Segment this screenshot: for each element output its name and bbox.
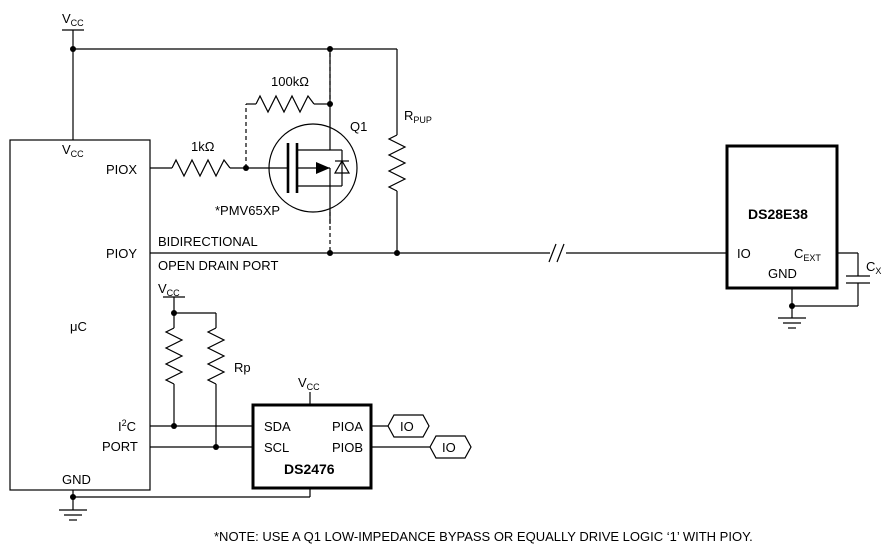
piox-label: PIOX xyxy=(106,162,137,177)
bidirectional-label: BIDIRECTIONAL xyxy=(158,234,258,249)
vcc-top-label: V xyxy=(62,11,71,26)
r1k-label: 1kΩ xyxy=(191,139,215,154)
sda-label: SDA xyxy=(264,419,291,434)
r100k-label: 100kΩ xyxy=(271,74,309,89)
pioa-label: PIOA xyxy=(332,419,363,434)
ds2476-label: DS2476 xyxy=(284,461,335,477)
open-drain-label: OPEN DRAIN PORT xyxy=(158,258,278,273)
svg-text:VCC: VCC xyxy=(298,375,320,392)
io-tag-a-label: IO xyxy=(400,419,414,434)
ds28e38-chip: DS28E38 IO CEXT GND CX xyxy=(725,144,881,329)
resistor-1k xyxy=(171,158,231,178)
resistor-rp-scl xyxy=(206,327,226,385)
svg-text:VCC: VCC xyxy=(62,142,84,159)
svg-text:CEXT: CEXT xyxy=(794,246,821,263)
mosfet-q1: Q1 *PMV65XP xyxy=(215,53,367,253)
vcc-rp-label: V xyxy=(158,281,167,296)
piox-net: 1kΩ xyxy=(150,139,287,178)
ds28e38-io-label: IO xyxy=(737,246,751,261)
pioy-bus: BIDIRECTIONAL OPEN DRAIN PORT xyxy=(150,234,727,273)
svg-text:I2C: I2C xyxy=(118,418,136,434)
svg-text:VCC: VCC xyxy=(62,11,84,28)
resistor-100k-net: 100kΩ xyxy=(245,74,333,168)
port-label: PORT xyxy=(102,439,138,454)
resistor-rp-sda xyxy=(164,327,184,385)
q1-part-label: *PMV65XP xyxy=(215,203,280,218)
uc-label: μC xyxy=(70,319,87,334)
rp-label: Rp xyxy=(234,360,251,375)
ground-net xyxy=(59,488,311,521)
microcontroller: VCC PIOX PIOY μC I2C PORT GND xyxy=(9,139,151,491)
pioy-label: PIOY xyxy=(106,246,137,261)
piob-label: PIOB xyxy=(332,440,363,455)
ds28e38-gnd-label: GND xyxy=(768,266,797,281)
i2c-label: I xyxy=(118,419,122,434)
cx-label: C xyxy=(866,259,875,274)
resistor-rpup: RPUP xyxy=(387,108,432,253)
svg-text:RPUP: RPUP xyxy=(404,108,432,125)
svg-text:CX: CX xyxy=(866,259,881,276)
rpup-label: R xyxy=(404,108,413,123)
io-tag-piob xyxy=(429,435,472,459)
vcc-top-supply: VCC xyxy=(62,11,398,140)
gnd-label: GND xyxy=(62,472,91,487)
io-tag-b-label: IO xyxy=(442,440,456,455)
scl-label: SCL xyxy=(264,440,289,455)
resistor-100k xyxy=(255,94,315,114)
vcc-ds2476-label: V xyxy=(298,375,307,390)
svg-text:VCC: VCC xyxy=(158,281,180,298)
q1-label: Q1 xyxy=(350,119,367,134)
io-tag-pioa xyxy=(387,414,430,438)
i2c-lines xyxy=(150,423,253,450)
ds2476-chip: VCC SDA SCL PIOA PIOB DS2476 IO IO xyxy=(251,375,472,490)
ds28e38-label: DS28E38 xyxy=(748,206,808,222)
cext-label: C xyxy=(794,246,803,261)
i2c-pullups: VCC Rp xyxy=(158,281,251,447)
footnote: *NOTE: USE A Q1 LOW-IMPEDANCE BYPASS OR … xyxy=(214,529,753,544)
mcu-vcc-label: V xyxy=(62,142,71,157)
